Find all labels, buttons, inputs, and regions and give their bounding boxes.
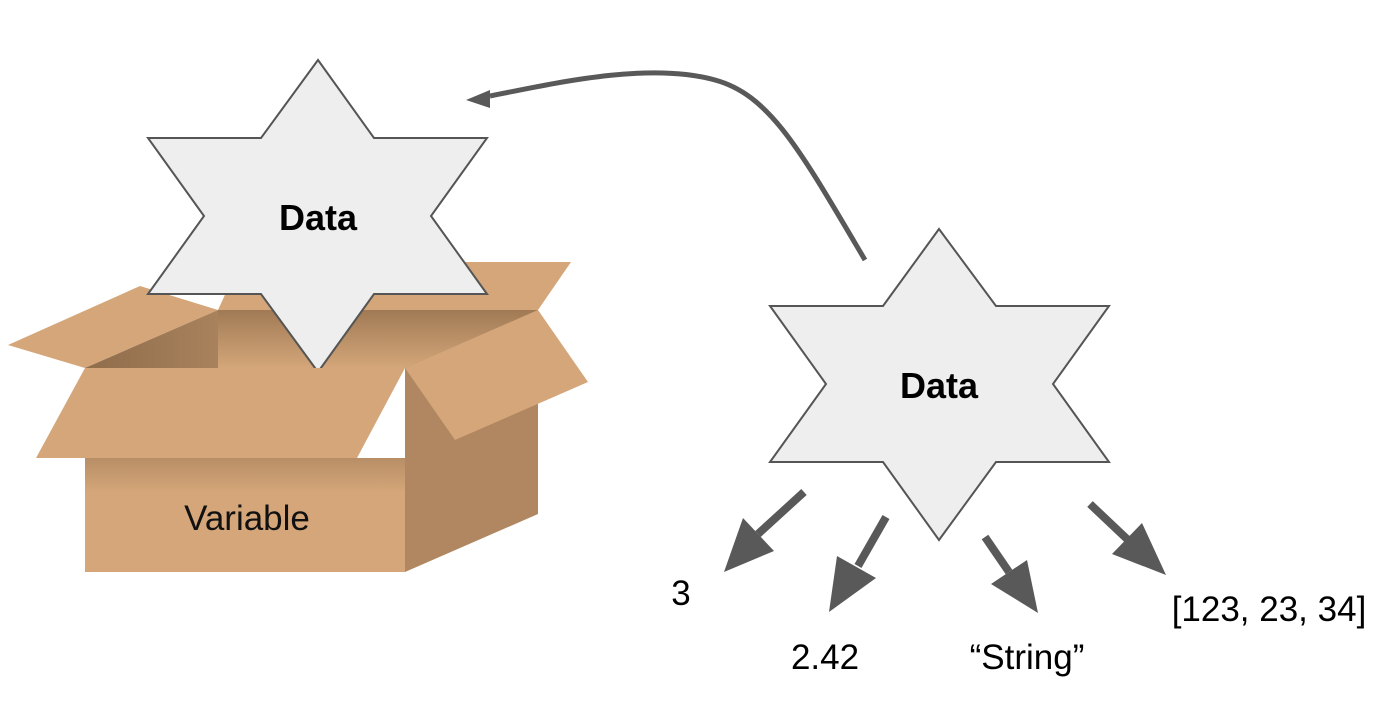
- value-arrows: [724, 489, 1166, 613]
- value-string: “String”: [970, 638, 1085, 677]
- arrow-to-string: [981, 534, 1038, 613]
- data-star-right: Data: [768, 227, 1111, 542]
- value-labels: 3 2.42 “String” [123, 23, 34]: [671, 574, 1366, 677]
- box-inner-left-wall: [85, 310, 218, 368]
- arrow-to-list: [1087, 501, 1166, 575]
- variable-box-front: Variable: [36, 310, 588, 572]
- arrow-to-float: [829, 515, 890, 612]
- value-float: 2.42: [791, 638, 859, 677]
- assign-arrow-line: [489, 70, 868, 262]
- box-right-flap: [405, 310, 588, 440]
- box-front-flap: [36, 368, 405, 458]
- star-shape: [768, 227, 1111, 542]
- value-int: 3: [671, 574, 690, 613]
- star-in-box-label: Data: [279, 197, 358, 238]
- box-left-flap: [8, 286, 218, 368]
- box-front-face: [85, 458, 405, 572]
- box-label: Variable: [184, 499, 310, 538]
- arrow-to-int: [724, 489, 807, 572]
- data-star-in-box: Data: [146, 58, 489, 374]
- assign-arrow-head: [466, 90, 490, 108]
- assign-arrow: [466, 70, 868, 262]
- star-right-label: Data: [900, 365, 979, 406]
- value-list: [123, 23, 34]: [1172, 590, 1367, 629]
